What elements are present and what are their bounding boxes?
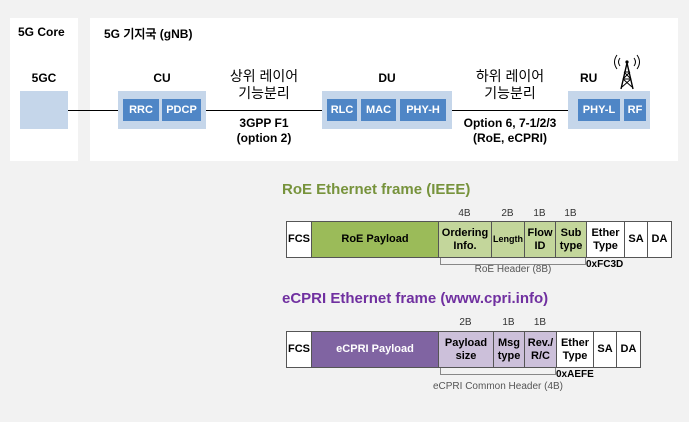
roe-ethertype-line1: Ether (591, 226, 620, 239)
rf-box: RF (624, 99, 646, 121)
link-du-ru (452, 110, 568, 111)
roe-header-bracket (440, 258, 586, 265)
roe-ordering-line2: Info. (453, 239, 477, 252)
ecpri-ethertype: Ether Type (556, 331, 594, 368)
upper-split-label: 상위 레이어 기능분리 (214, 68, 314, 102)
ecpri-rev-line1: Rev./ (527, 336, 554, 349)
ecpri-payload-size-line1: Payload (444, 336, 488, 349)
ecpri-rev: Rev./ R/C (524, 331, 557, 368)
roe-size-flow: 1B (533, 208, 546, 219)
ecpri-da: DA (616, 331, 641, 368)
antenna-tower-icon (614, 54, 640, 90)
mac-box: MAC (361, 99, 396, 121)
lower-split-detail: Option 6, 7-1/2/3 (RoE, eCPRI) (446, 116, 574, 146)
ecpri-header-label: eCPRI Common Header (4B) (432, 381, 564, 392)
gnb-panel (90, 18, 678, 161)
ecpri-fcs: FCS (286, 331, 312, 368)
ecpri-size-rev: 1B (533, 317, 547, 328)
ecpri-ethertype-line2: Type (562, 349, 588, 362)
roe-length: Length (491, 221, 525, 258)
cu-label: CU (153, 71, 171, 85)
phy-h-box: PHY-H (400, 99, 446, 121)
rlc-box: RLC (327, 99, 357, 121)
ecpri-ethertype-value: 0xAEFE (556, 369, 594, 380)
ecpri-payload-size: Payload size (438, 331, 494, 368)
ecpri-msg-type-line1: Msg (498, 336, 520, 349)
roe-header-label: RoE Header (8B) (474, 264, 552, 275)
core-node-label: 5GC (31, 71, 57, 85)
ecpri-rev-line2: R/C (531, 349, 550, 362)
lower-split-line2: 기능분리 (484, 85, 536, 101)
roe-da: DA (647, 221, 672, 258)
upper-split-detail: 3GPP F1 (option 2) (214, 116, 314, 146)
roe-ethertype: Ether Type (586, 221, 625, 258)
pdcp-box: PDCP (162, 99, 201, 121)
ecpri-frame-title: eCPRI Ethernet frame (www.cpri.info) (282, 290, 549, 307)
ecpri-ethertype-line1: Ether (560, 336, 590, 349)
core-node-box (20, 91, 68, 129)
upper-split-line2: 기능분리 (238, 85, 290, 101)
ecpri-sa: SA (593, 331, 617, 368)
roe-ordering-line1: Ordering (441, 226, 489, 239)
ecpri-size-msg-type: 1B (502, 317, 515, 328)
lower-split-line1: 하위 레이어 (475, 68, 545, 84)
lower-split-label: 하위 레이어 기능분리 (450, 68, 570, 102)
roe-size-length: 2B (501, 208, 514, 219)
roe-payload: RoE Payload (311, 221, 439, 258)
roe-flow-line1: Flow (527, 226, 553, 239)
roe-ethertype-value: 0xFC3D (586, 259, 624, 270)
upper-split-detail1: 3GPP F1 (239, 116, 289, 130)
link-cu-du (206, 110, 322, 111)
roe-subtype-line1: Sub (560, 226, 582, 239)
ecpri-payload-size-line2: size (455, 349, 477, 362)
ecpri-header-bracket (440, 368, 556, 375)
upper-split-detail2: (option 2) (236, 131, 292, 145)
roe-subtype: Sub type (555, 221, 587, 258)
upper-split-line1: 상위 레이어 (229, 68, 299, 84)
ecpri-msg-type: Msg type (493, 331, 525, 368)
link-5gc-cu (68, 110, 118, 111)
core-panel (10, 18, 78, 161)
core-title: 5G Core (18, 25, 65, 39)
roe-sa: SA (624, 221, 648, 258)
rrc-box: RRC (123, 99, 159, 121)
roe-flow-line2: ID (534, 239, 546, 252)
ecpri-size-payload-size: 2B (459, 317, 472, 328)
roe-ordering-info: Ordering Info. (438, 221, 492, 258)
gnb-title: 5G 기지국 (gNB) (104, 27, 193, 41)
roe-size-subtype: 1B (564, 208, 577, 219)
lower-split-detail1: Option 6, 7-1/2/3 (463, 116, 557, 130)
ecpri-msg-type-line2: type (497, 349, 521, 362)
roe-subtype-line2: type (559, 239, 583, 252)
roe-size-ordering: 4B (458, 208, 471, 219)
du-label: DU (378, 71, 396, 85)
roe-ethertype-line2: Type (593, 239, 618, 252)
roe-frame-title: RoE Ethernet frame (IEEE) (282, 181, 471, 198)
ecpri-payload: eCPRI Payload (311, 331, 439, 368)
lower-split-detail2: (RoE, eCPRI) (472, 131, 547, 145)
phy-l-box: PHY-L (578, 99, 620, 121)
roe-flow-id: Flow ID (524, 221, 556, 258)
roe-fcs: FCS (286, 221, 312, 258)
ru-label: RU (580, 71, 598, 85)
